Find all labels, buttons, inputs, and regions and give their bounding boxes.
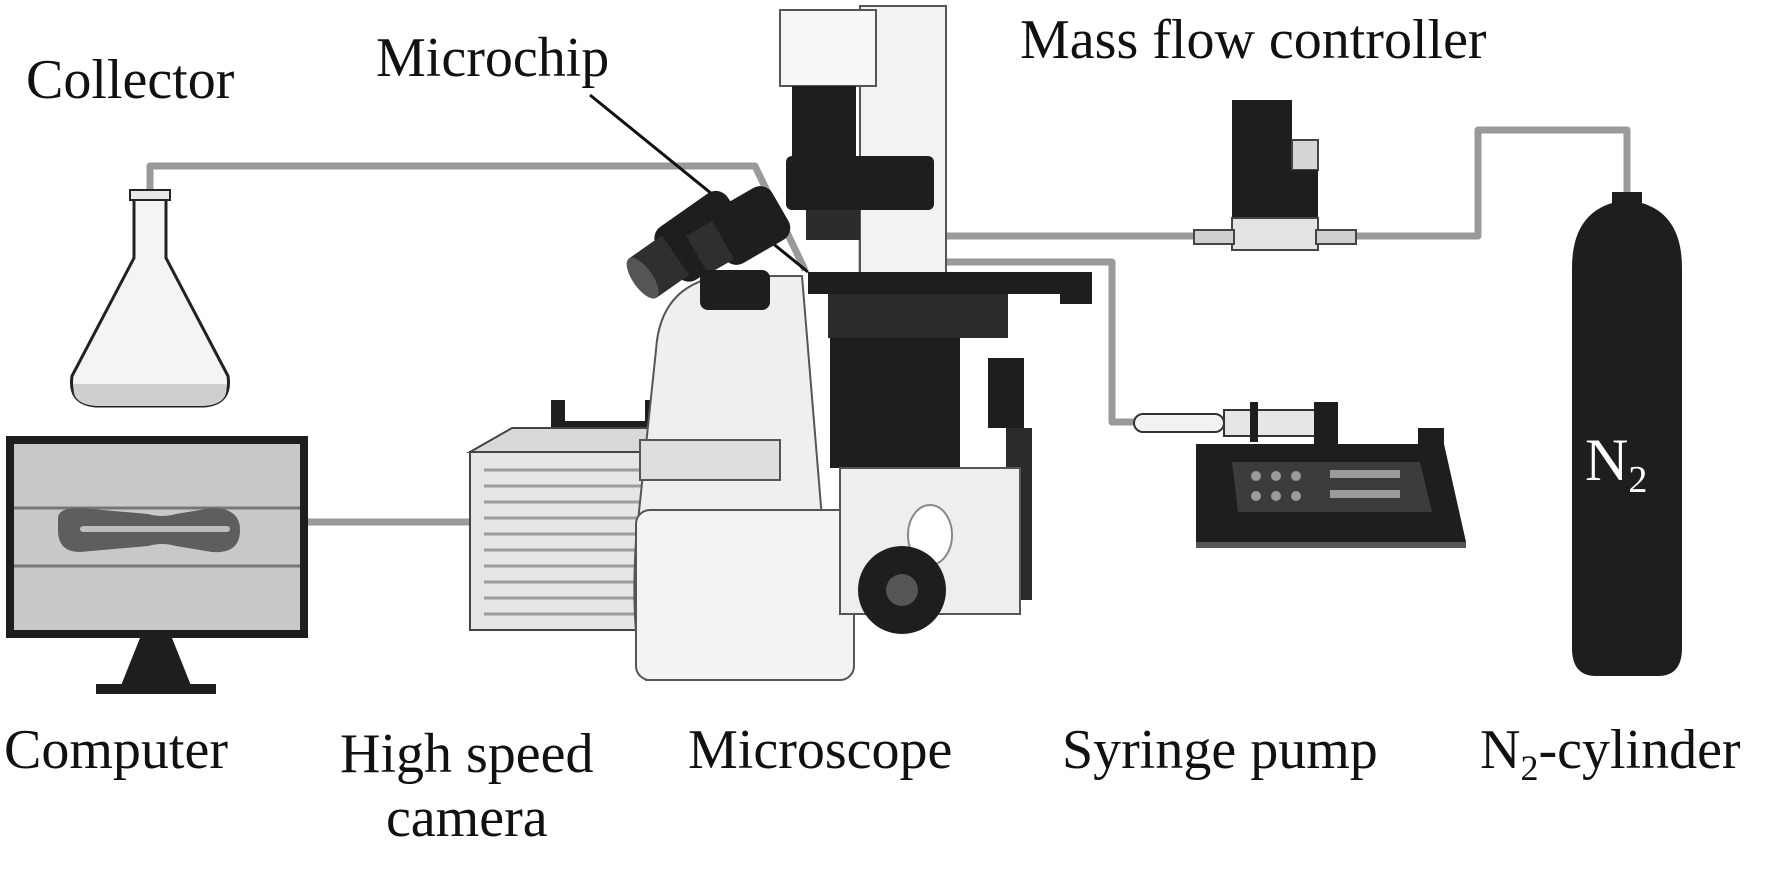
collector-flask [70,189,230,408]
computer-monitor [6,436,308,694]
high-speed-camera-label: High speed camera [340,722,594,850]
mass-flow-controller [1193,100,1357,251]
microscope-label: Microscope [688,719,953,781]
n2-cylinder [1572,192,1682,676]
microchip-label: Microchip [376,27,610,89]
computer-label: Computer [4,719,228,781]
n2-cylinder-label: N2-cylinder [1480,719,1741,786]
mass-flow-controller-label: Mass flow controller [1020,9,1487,71]
collector-label: Collector [26,49,235,111]
n2-cylinder-label-main: N [1480,719,1521,781]
syringe-pump-label: Syringe pump [1062,719,1378,781]
n2-tank-label-main: N [1585,427,1629,493]
n2-tank-label: N2 [1585,427,1647,499]
n2-cylinder-label-suffix: -cylinder [1538,719,1741,781]
n2-cylinder-label-subscript: 2 [1520,748,1539,788]
high-speed-camera-label-line1: High speed [340,723,594,785]
microscope [626,5,1092,681]
n2-tank-label-subscript: 2 [1628,459,1648,501]
high-speed-camera-label-line2: camera [385,787,548,849]
syringe-pump [1133,402,1466,548]
